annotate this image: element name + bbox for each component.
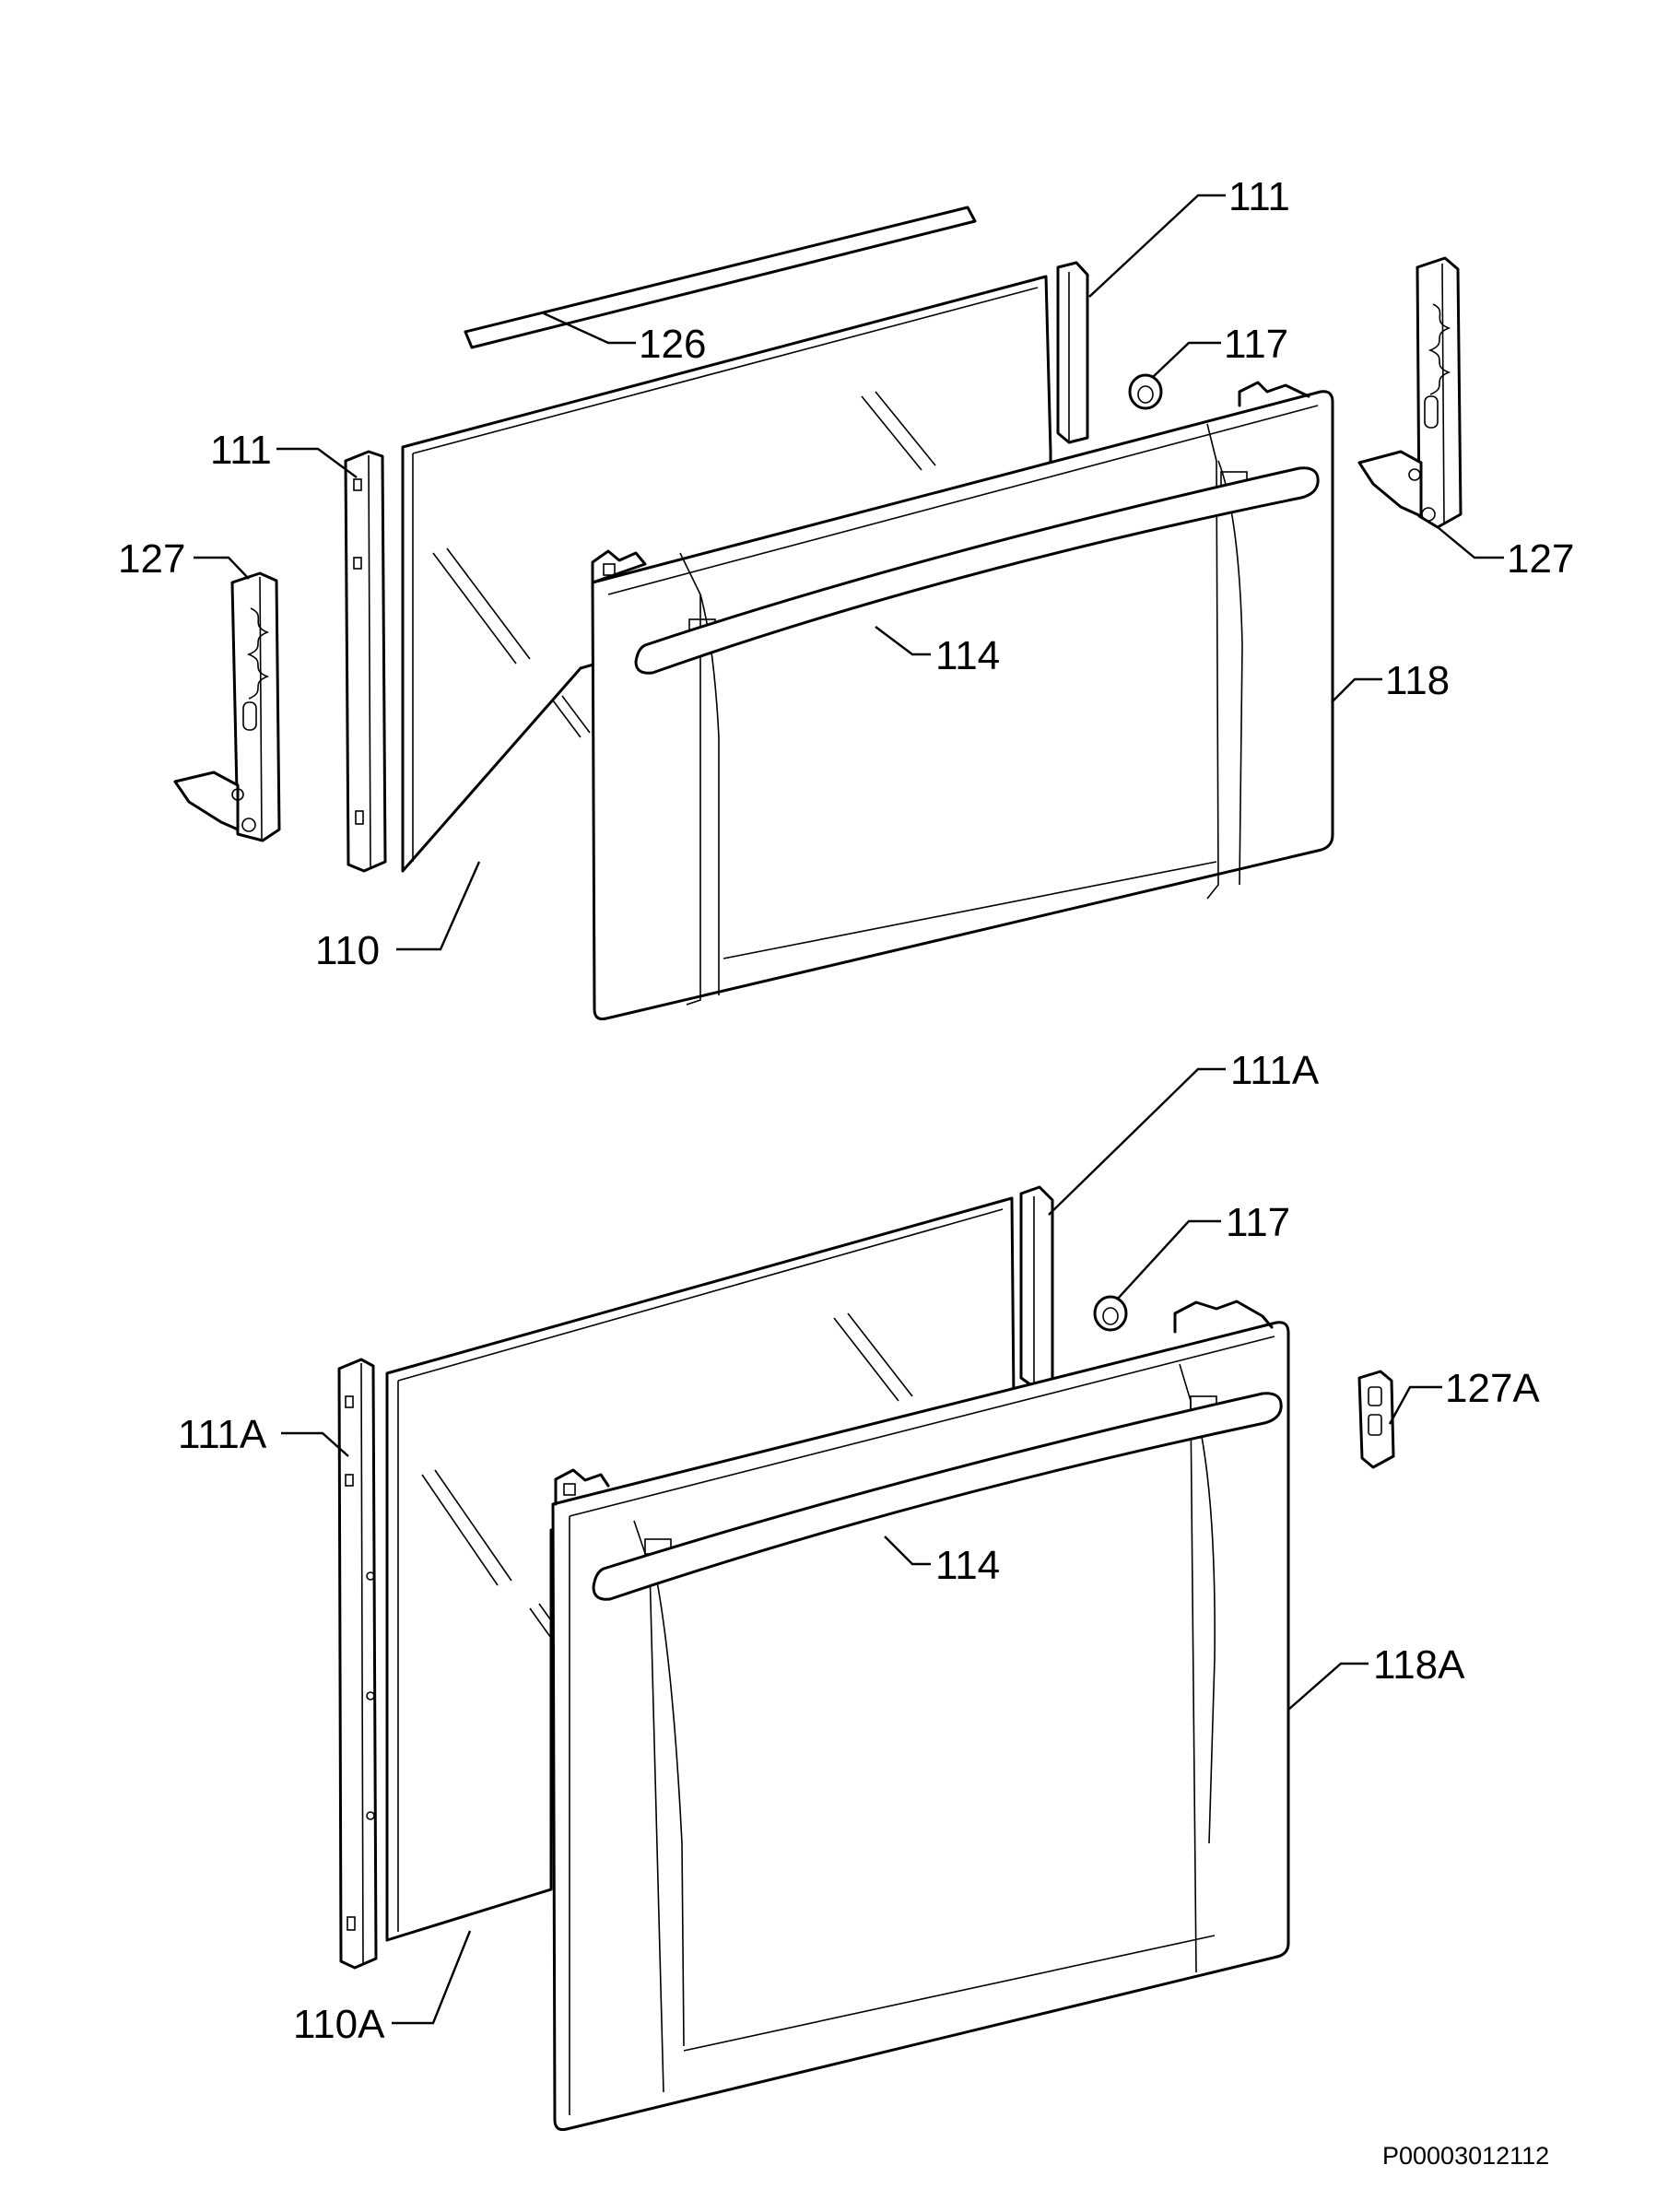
bottom-bumper[interactable]: [1093, 1295, 1128, 1332]
top-bumper[interactable]: [1128, 373, 1163, 410]
bottom-door-front[interactable]: [551, 1300, 1290, 2131]
diagram-code: P00003012112: [1382, 2142, 1549, 2170]
leader-lines: [194, 194, 1504, 2025]
label-bottom-door-front: 118A: [1373, 1642, 1465, 1688]
label-bottom-left-strip: 111A: [178, 1412, 267, 1457]
label-bottom-handle: 114: [935, 1543, 1000, 1588]
top-right-glass-strip[interactable]: [1056, 261, 1089, 444]
top-glass-seal[interactable]: [464, 206, 977, 349]
label-bottom-right-strip: 111A: [1230, 1048, 1320, 1093]
label-top-bumper: 117: [1224, 322, 1288, 367]
label-top-glass-panel: 110: [315, 928, 380, 973]
label-top-right-strip: 111: [1228, 174, 1290, 219]
top-right-hinge[interactable]: [1357, 256, 1463, 529]
bottom-handle[interactable]: [592, 1392, 1283, 1601]
top-handle[interactable]: [634, 466, 1320, 675]
bottom-left-glass-strip[interactable]: [337, 1358, 378, 1970]
label-bottom-catch: 127A: [1445, 1366, 1540, 1411]
label-bottom-glass-panel: 110A: [293, 2002, 385, 2047]
label-top-handle: 114: [935, 633, 1000, 678]
top-left-glass-strip[interactable]: [344, 450, 387, 873]
bottom-door-catch[interactable]: [1357, 1370, 1395, 1469]
label-top-left-strip: 111: [210, 428, 272, 473]
label-top-glass-seal: 126: [639, 322, 706, 367]
label-top-right-hinge: 127: [1507, 536, 1574, 582]
label-top-left-hinge: 127: [118, 536, 185, 582]
bottom-right-glass-strip[interactable]: [1019, 1185, 1054, 1389]
label-top-door-front: 118: [1385, 658, 1450, 703]
top-left-hinge[interactable]: [173, 571, 281, 842]
label-bottom-bumper: 117: [1226, 1200, 1290, 1245]
top-door-front[interactable]: [591, 381, 1334, 1020]
